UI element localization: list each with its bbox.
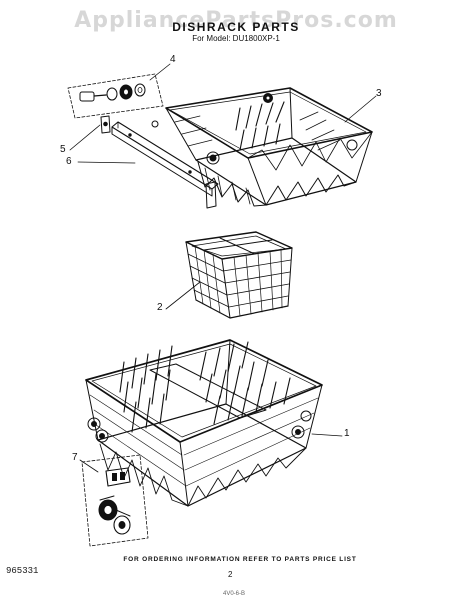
callout-2: 2: [157, 302, 163, 313]
part-3-upper-rack: [151, 87, 373, 207]
callout-5: 5: [60, 144, 66, 155]
page-title: DISHRACK PARTS: [172, 20, 300, 34]
part-4-roller-hardware: [67, 73, 164, 119]
callout-6: 6: [66, 156, 72, 167]
document-number: 965331: [6, 566, 39, 576]
ordering-note: FOR ORDERING INFORMATION REFER TO PARTS …: [123, 556, 357, 563]
part-6-track-rail: [111, 121, 219, 209]
part-7-wheel-assembly: [81, 454, 149, 547]
part-2-silverware-basket: [185, 231, 293, 319]
leader-lines: [69, 63, 377, 473]
callout-7: 7: [72, 452, 78, 463]
callout-4: 4: [170, 54, 176, 65]
part-5-clip: [100, 115, 111, 134]
figure-code: 4V0-6-B: [223, 591, 246, 597]
part-1-lower-rack: [85, 339, 323, 507]
model-subtitle: For Model: DU1800XP-1: [192, 34, 280, 43]
callout-3: 3: [376, 88, 382, 99]
watermark: AppliancePartsPros.com: [74, 8, 398, 33]
callout-1: 1: [344, 428, 350, 439]
page-number: 2: [228, 570, 233, 579]
